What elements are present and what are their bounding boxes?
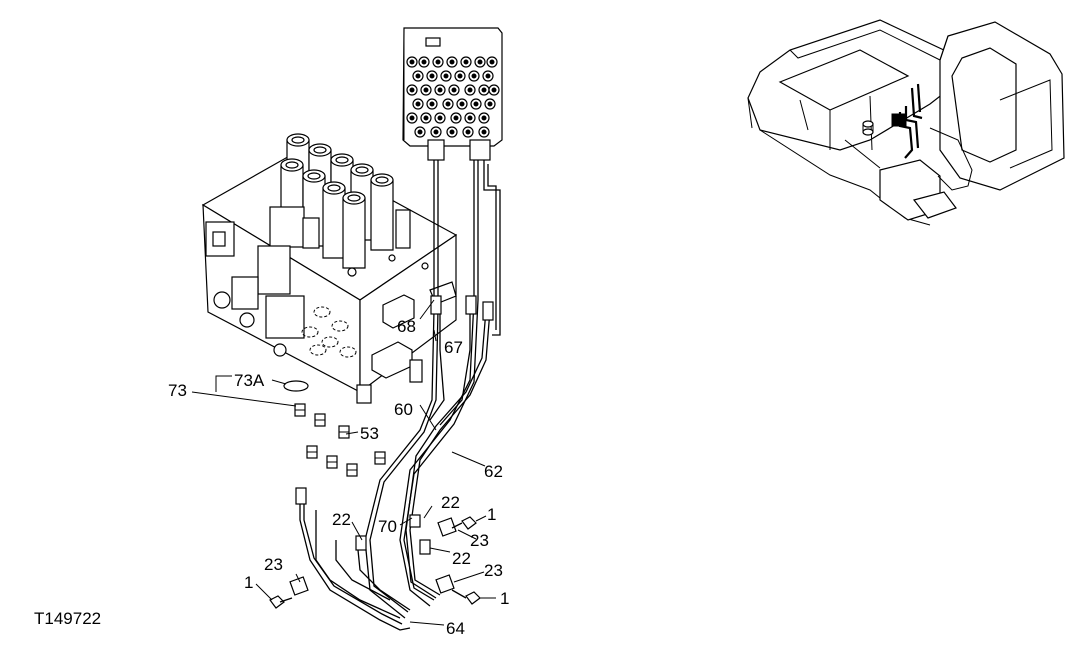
callout-70: 70 (378, 517, 397, 536)
callout-22-right: 22 (452, 549, 471, 568)
callout-60: 60 (394, 400, 413, 419)
control-valve (201, 133, 458, 404)
callout-73: 73 (168, 381, 187, 400)
pilot-signal-valve (402, 27, 503, 161)
callout-23-right: 23 (484, 561, 503, 580)
callout-53: 53 (360, 424, 379, 443)
callout-22-left: 22 (332, 510, 351, 529)
callout-1-left: 1 (244, 573, 253, 592)
callout-1-right: 1 (500, 589, 509, 608)
callout-64: 64 (446, 619, 465, 638)
callout-23-top: 23 (470, 531, 489, 550)
callout-22-top: 22 (441, 493, 460, 512)
hoses (295, 160, 501, 631)
callout-67: 67 (444, 338, 463, 357)
clamps-and-bolts (269, 514, 481, 609)
callout-labels: 73 73A 53 60 62 68 67 70 22 22 22 23 23 … (34, 317, 509, 638)
fittings (283, 380, 386, 477)
callout-1-top: 1 (487, 505, 496, 524)
callout-68: 68 (397, 317, 416, 336)
callout-23-left: 23 (264, 555, 283, 574)
figure-id: T149722 (34, 609, 101, 628)
leader-lines (191, 299, 496, 626)
callout-62: 62 (484, 462, 503, 481)
callout-73a: 73A (234, 371, 265, 390)
excavator-locator-view (747, 19, 1065, 226)
